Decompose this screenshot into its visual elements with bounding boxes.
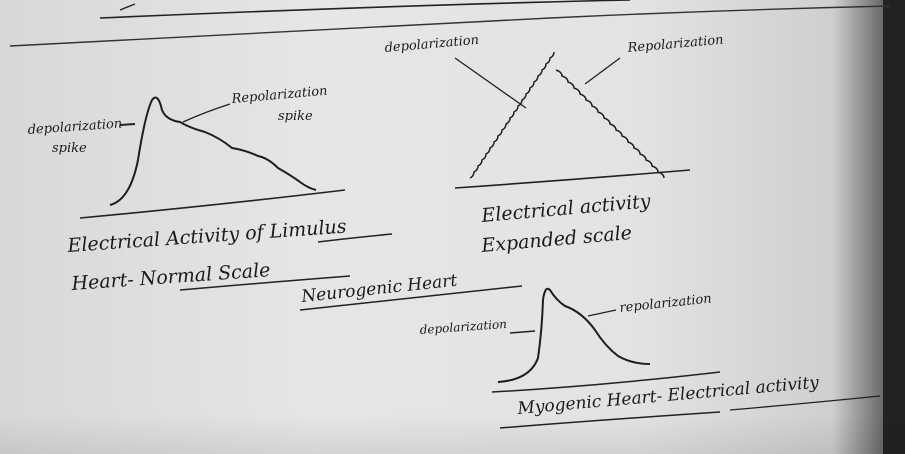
neurogenic-underline [299, 285, 523, 311]
right-depol-label: depolarization [384, 33, 480, 56]
right-graph [454, 51, 691, 189]
bottom-graph [491, 287, 721, 393]
top-line-1 [99, 0, 631, 19]
top-line-2 [9, 5, 891, 47]
caption-right-line2: Expanded scale [480, 222, 633, 257]
right-graph-repol-trace [555, 69, 665, 179]
left-graph-trace [109, 96, 317, 206]
bottom-repol-pointer [587, 309, 617, 317]
left-depol-label-2: spike [52, 141, 87, 156]
left-graph [79, 96, 346, 219]
bottom-depol-label: depolarization [419, 317, 507, 337]
left-graph-baseline [79, 189, 346, 219]
right-graph-depol-trace [469, 51, 555, 179]
caption-myogenic: Myogenic Heart- Electrical activity [516, 373, 820, 419]
paper-shadow [0, 414, 905, 454]
caption-left-line1: Electrical Activity of Limulus [66, 216, 348, 258]
myogenic-underline [499, 411, 721, 429]
right-depol-pointer [454, 57, 527, 109]
left-repol-label-2: spike [278, 109, 313, 124]
activity-underline [729, 395, 881, 411]
left-depol-pointer [119, 123, 136, 126]
normal-scale-underline [179, 275, 351, 291]
right-graph-baseline [454, 169, 691, 189]
caption-left-line2: Heart- Normal Scale [70, 259, 271, 295]
left-depol-label-1: depolarization [27, 116, 122, 138]
right-repol-pointer [584, 57, 621, 85]
limulus-underline [317, 233, 393, 243]
bottom-depol-pointer [509, 330, 536, 334]
bottom-graph-trace [497, 287, 651, 383]
bottom-repol-label: repolarization [619, 291, 713, 316]
bottom-graph-baseline [491, 371, 721, 393]
background-edge [883, 0, 905, 454]
right-repol-label: Repolarization [626, 33, 724, 56]
left-repol-label-1: Repolarization [230, 84, 328, 107]
left-repol-pointer [182, 103, 231, 123]
